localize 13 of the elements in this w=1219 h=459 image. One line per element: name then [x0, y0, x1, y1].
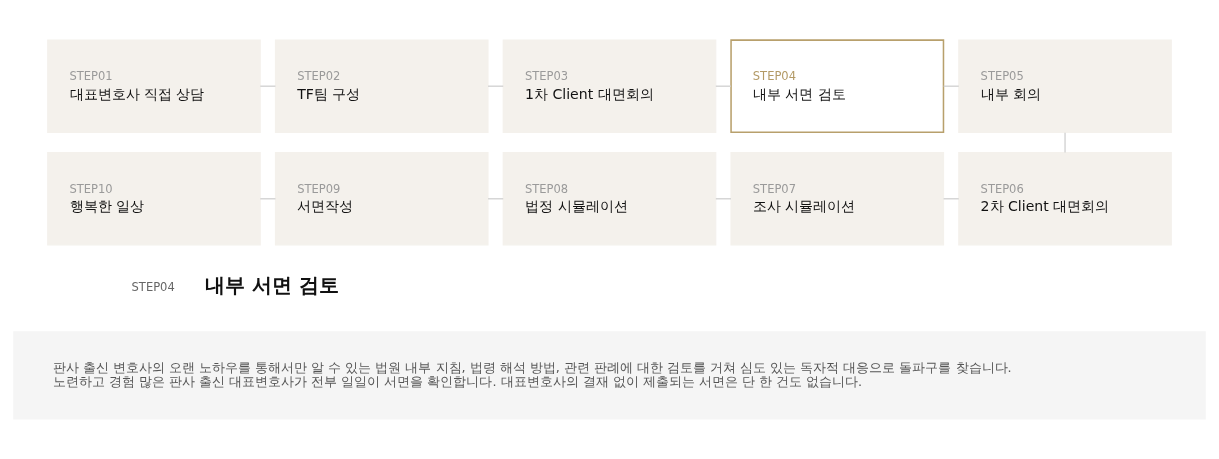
node-box: STEP02 TF팀 구성: [274, 39, 489, 133]
label: 내부 서면 검토: [205, 272, 340, 297]
node-box: STEP07 조사 시뮬레이션: [730, 152, 945, 246]
node-box: STEP03 1차 Client 대면회의: [502, 39, 717, 133]
node-box: STEP04 내부 서면 검토: [730, 39, 945, 133]
node-box: STEP01 대표변호사 직접 상담: [47, 39, 261, 133]
node-box: STEP09 서면작성: [274, 152, 489, 246]
connector: [1064, 132, 1066, 154]
node-box: STEP08 법정 시뮬레이션: [502, 152, 717, 246]
label: STEP04: [131, 280, 175, 295]
node-box: STEP10 행복한 일상: [47, 152, 261, 246]
node-box: STEP05 내부 회의: [958, 39, 1172, 133]
node-box: STEP06 2차 Client 대면회의: [958, 152, 1172, 246]
